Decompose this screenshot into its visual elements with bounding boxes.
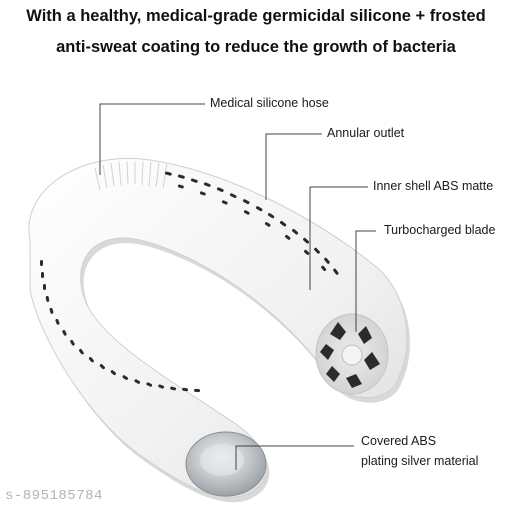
left-arm-vents	[40, 260, 201, 393]
callout-inner-shell: Inner shell ABS matte	[373, 179, 494, 193]
fan-grille-icon	[315, 313, 389, 395]
annular-outlet-vents	[164, 171, 339, 275]
headline-line-1: With a healthy, medical-grade germicidal…	[26, 7, 486, 25]
callout-hose: Medical silicone hose	[210, 96, 329, 110]
silver-button-icon	[185, 431, 267, 497]
callout-blade: Turbocharged blade	[384, 223, 496, 237]
callout-outlet: Annular outlet	[327, 126, 405, 140]
silicone-hose-ribs	[94, 160, 168, 191]
fan-body	[28, 158, 408, 498]
callout-covered-line-1: Covered ABS	[361, 434, 437, 448]
callout-leader-lines	[99, 103, 376, 470]
callout-covered-line-2: plating silver material	[361, 454, 479, 468]
watermark-text: s-895185784	[5, 488, 103, 504]
headline-line-2: anti-sweat coating to reduce the growth …	[56, 38, 456, 56]
